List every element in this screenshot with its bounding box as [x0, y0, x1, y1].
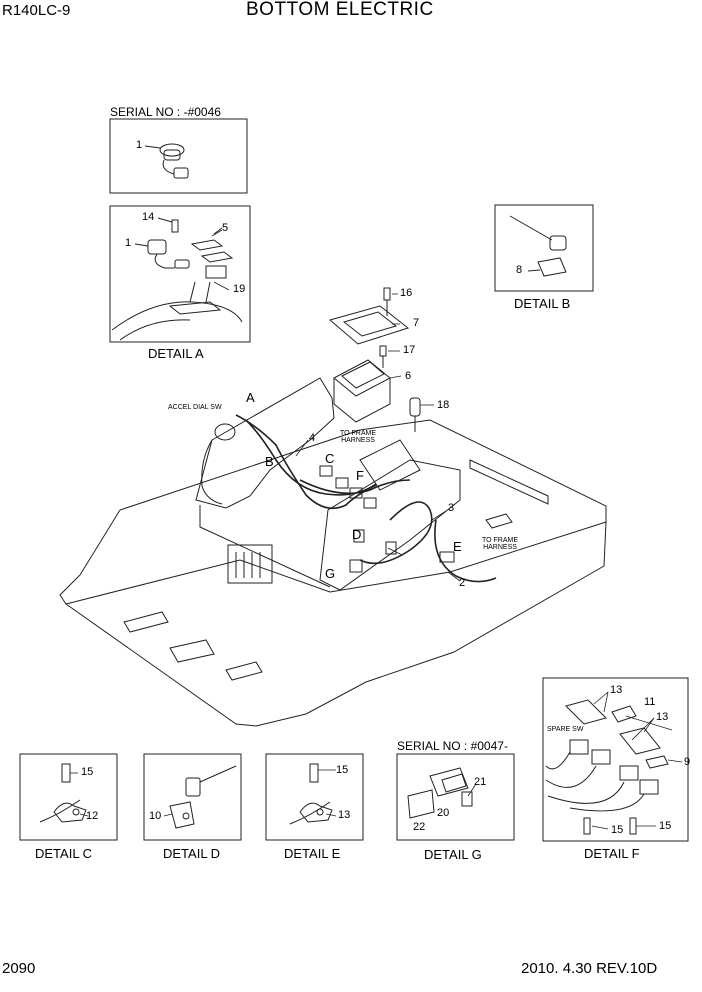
detail-g-drawing: [407, 767, 473, 819]
detail-a-label: DETAIL A: [148, 346, 204, 361]
ref-letter-a: A: [246, 390, 255, 405]
leader-lines: [70, 229, 683, 830]
detail-c-drawing: [39, 763, 87, 823]
harness-wires: [235, 414, 497, 583]
part-number-8: 8: [516, 264, 523, 276]
switch-part-serial-top: [144, 143, 189, 179]
part-number-1-serial: 1: [136, 139, 143, 151]
harness-connectors: [319, 465, 455, 573]
detail-b-box: [494, 204, 594, 292]
serial-number-bottom: SERIAL NO : #0047-: [397, 739, 508, 753]
part-number-20: 20: [437, 807, 450, 819]
horn-connector-part: [409, 397, 421, 432]
detail-b-drawing: [509, 215, 567, 277]
detail-f-box: [542, 677, 689, 842]
part-number-11: 11: [644, 696, 656, 708]
ref-letter-e: E: [453, 539, 462, 554]
part-number-16: 16: [400, 287, 413, 299]
part-number-13-e: 13: [338, 809, 351, 821]
ref-letter-f: F: [356, 468, 364, 483]
ref-letter-g: G: [325, 566, 336, 581]
detail-c-box: [19, 753, 118, 841]
revision-date: 2010. 4.30 REV.10D: [521, 960, 658, 977]
detail-a-box: [109, 205, 251, 343]
part-number-15-f1: 15: [611, 824, 624, 836]
box-cover-part: [333, 345, 391, 423]
detail-a-drawing: [111, 217, 243, 341]
part-number-4: 4: [309, 432, 316, 444]
detail-g-box: [396, 753, 515, 841]
part-number-5: 5: [222, 222, 229, 234]
part-number-12: 12: [86, 810, 99, 822]
part-number-15-c: 15: [81, 766, 94, 778]
detail-c-label: DETAIL C: [35, 846, 93, 861]
main-frame-drawing: [59, 377, 607, 727]
detail-e-label: DETAIL E: [284, 846, 341, 861]
part-number-15-e: 15: [336, 764, 349, 776]
part-number-3: 3: [448, 502, 455, 514]
ref-letter-b: B: [265, 454, 274, 469]
detail-g-label: DETAIL G: [424, 847, 482, 862]
page-title: BOTTOM ELECTRIC: [246, 0, 434, 20]
detail-f-drawing: [545, 699, 669, 835]
part-number-2: 2: [459, 577, 466, 589]
part-number-13-a: 13: [610, 684, 623, 696]
to-frame-harness-callout-2: TO FRAME HARNESS: [481, 537, 519, 551]
part-number-9: 9: [684, 756, 691, 768]
serial-top-box: [109, 118, 248, 194]
ref-letter-c: C: [325, 451, 335, 466]
detail-d-box: [143, 753, 242, 841]
part-number-1: 1: [125, 237, 132, 249]
detail-d-label: DETAIL D: [163, 846, 221, 861]
detail-d-drawing: [169, 765, 237, 829]
ref-letter-d: D: [352, 527, 362, 542]
spare-sw-callout: SPARE SW: [547, 726, 584, 733]
detail-e-drawing: [289, 763, 333, 825]
part-number-21: 21: [474, 776, 487, 788]
detail-e-box: [265, 753, 364, 841]
part-number-18: 18: [437, 399, 450, 411]
detail-f-label: DETAIL F: [584, 846, 640, 861]
cover-plate-part: [328, 287, 410, 345]
part-number-14: 14: [142, 211, 155, 223]
part-number-6: 6: [405, 370, 412, 382]
to-frame-harness-callout-1: TO FRAME HARNESS: [339, 430, 377, 444]
page-number: 2090: [2, 960, 36, 977]
accel-dial-sw-callout: ACCEL DIAL SW: [168, 404, 222, 411]
model-number: R140LC-9: [2, 2, 71, 19]
part-number-19: 19: [233, 283, 246, 295]
part-number-10: 10: [149, 810, 162, 822]
part-number-22: 22: [413, 821, 426, 833]
serial-number-top: SERIAL NO : -#0046: [110, 105, 221, 119]
part-number-7: 7: [413, 317, 420, 329]
part-number-17: 17: [403, 344, 416, 356]
part-number-15-f2: 15: [659, 820, 672, 832]
detail-b-label: DETAIL B: [514, 296, 571, 311]
part-number-13-b: 13: [656, 711, 669, 723]
